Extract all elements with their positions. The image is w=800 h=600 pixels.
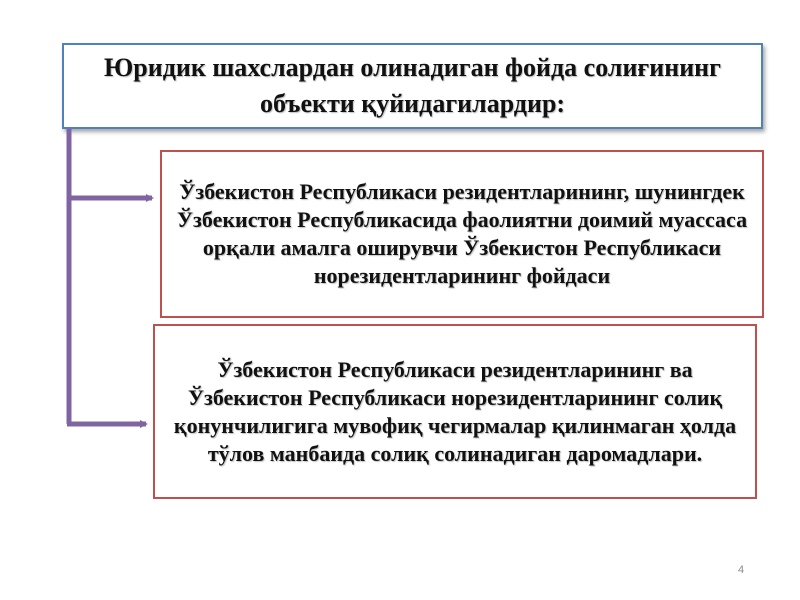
item-text-1: Ўзбекистон Республикаси резидентларининг… (176, 179, 748, 288)
title-box: Юридик шахслардан олинадиган фойда солиғ… (62, 43, 763, 129)
item-text-2: Ўзбекистон Республикаси резидентларининг… (173, 356, 737, 466)
item-box-2: Ўзбекистон Республикаси резидентларининг… (153, 324, 757, 499)
item-box-1: Ўзбекистон Республикаси резидентларининг… (160, 150, 764, 318)
page-number: 4 (738, 564, 745, 576)
title-text: Юридик шахслардан олинадиган фойда солиғ… (104, 53, 721, 118)
